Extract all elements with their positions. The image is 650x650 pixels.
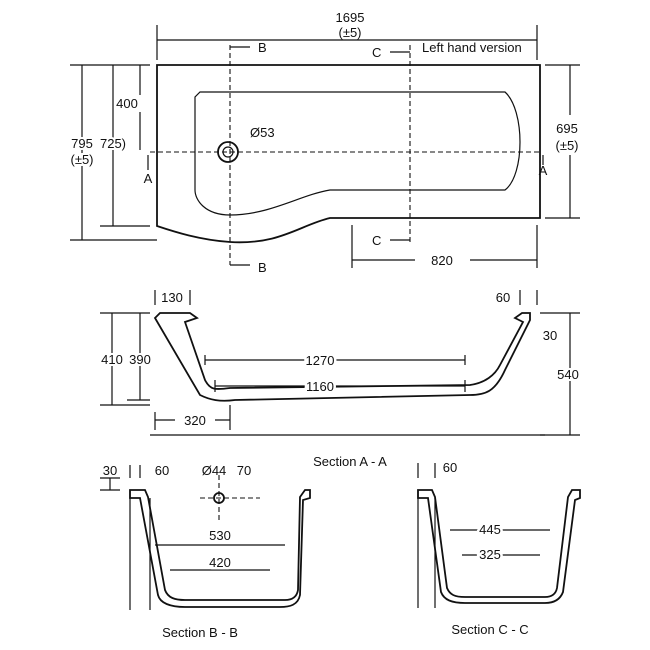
plan-view: 1695 (±5) 400 795 (±5) 725) A A 695 (±5)… (68, 10, 580, 275)
dim-b-60: 60 (155, 463, 169, 478)
section-c-label-top: C (372, 45, 381, 60)
section-a-a: 130 60 30 410 390 1270 1160 320 540 Sect… (99, 290, 581, 469)
dim-1695-tol: (±5) (338, 25, 361, 40)
dim-445: 445 (479, 522, 501, 537)
dim-795: 795 (71, 136, 93, 151)
section-a-profile (153, 312, 531, 402)
dim-410: 410 (101, 352, 123, 367)
dim-420: 420 (209, 555, 231, 570)
left-dimensions (70, 64, 157, 241)
bath-inner-outline (194, 91, 521, 216)
dim-390: 390 (129, 352, 151, 367)
section-a-label-left: A (144, 171, 153, 186)
dim-725: 725) (100, 136, 126, 151)
dim-325: 325 (479, 547, 501, 562)
section-a-label-right: A (539, 163, 548, 178)
dim-60: 60 (496, 290, 510, 305)
dim-53: Ø53 (250, 125, 275, 140)
dim-695-tol: (±5) (555, 138, 578, 153)
dim-820: 820 (431, 253, 453, 268)
dim-30: 30 (543, 328, 557, 343)
section-c-support (417, 490, 436, 608)
section-b-label-bottom: B (258, 260, 267, 275)
section-c-dimensions (417, 463, 550, 556)
dim-530: 530 (209, 528, 231, 543)
dim-1270: 1270 (306, 353, 335, 368)
dim-70: 70 (237, 463, 251, 478)
hand-version-label: Left hand version (422, 40, 522, 55)
section-c-title: Section C - C (451, 622, 528, 637)
dim-44: Ø44 (202, 463, 227, 478)
dim-c-60: 60 (443, 460, 457, 475)
dimension-820 (351, 225, 538, 268)
dimension-1695 (156, 25, 538, 60)
section-b-arrows (230, 46, 250, 266)
section-b-profile (129, 489, 311, 608)
bath-outline (156, 64, 541, 244)
dim-b-30: 30 (103, 463, 117, 478)
section-b-b: 30 60 Ø44 70 530 420 Section B - B (100, 463, 311, 640)
dim-1160: 1160 (306, 379, 334, 394)
overflow-centre-lines (200, 475, 260, 520)
dim-320: 320 (184, 413, 206, 428)
dim-695: 695 (556, 121, 578, 136)
section-c-c: 60 445 325 Section C - C (417, 460, 581, 637)
section-a-dimensions (100, 290, 580, 436)
section-b-support (129, 490, 151, 610)
dim-540: 540 (557, 367, 579, 382)
dim-130: 130 (161, 290, 183, 305)
section-b-label-top: B (258, 40, 267, 55)
dim-400: 400 (116, 96, 138, 111)
section-c-profile (417, 489, 581, 604)
section-b-title: Section B - B (162, 625, 238, 640)
section-c-arrows (390, 51, 410, 241)
dim-1695: 1695 (336, 10, 365, 25)
dim-795-tol: (±5) (70, 152, 93, 167)
section-b-dimensions (100, 465, 285, 571)
section-a-title: Section A - A (313, 454, 387, 469)
right-dimension (545, 64, 580, 219)
section-c-label-bottom: C (372, 233, 381, 248)
